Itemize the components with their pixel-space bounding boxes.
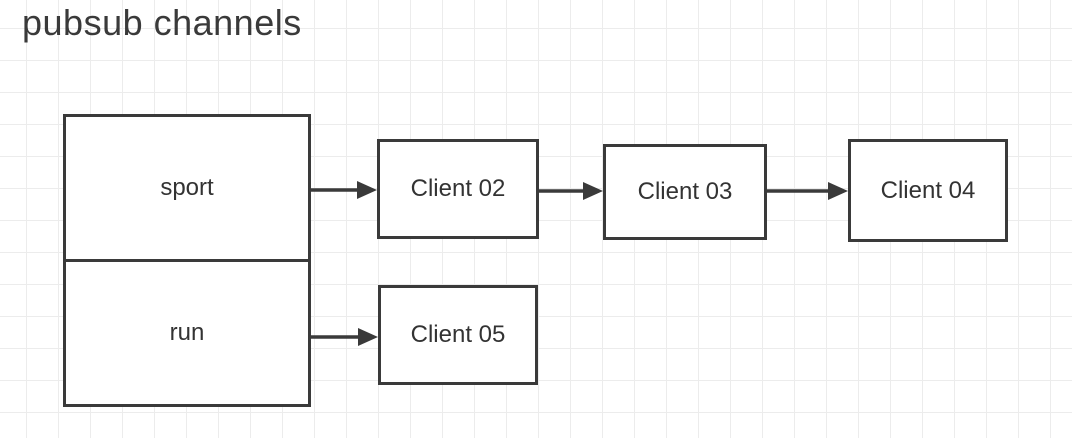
node-client-05: Client 05 [378,285,538,385]
node-label-run: run [169,319,205,346]
arrow-client-03-to-client-04 [767,182,848,200]
arrow-run-to-client-05 [308,328,378,346]
channel-stack: sport run [63,114,311,407]
page-title: pubsub channels [22,2,302,43]
node-client-03: Client 03 [603,144,767,240]
node-label-sport: sport [160,174,214,201]
node-label-client-02: Client 02 [410,175,506,202]
node-client-02: Client 02 [377,139,539,239]
arrow-sport-to-client-02 [308,181,377,199]
node-label-client-05: Client 05 [410,321,506,348]
node-channel-sport: sport [66,117,308,262]
node-client-04: Client 04 [848,139,1008,242]
node-channel-run: run [66,262,308,404]
node-label-client-04: Client 04 [880,176,976,204]
node-label-client-03: Client 03 [637,178,733,205]
arrow-client-02-to-client-03 [539,182,603,200]
